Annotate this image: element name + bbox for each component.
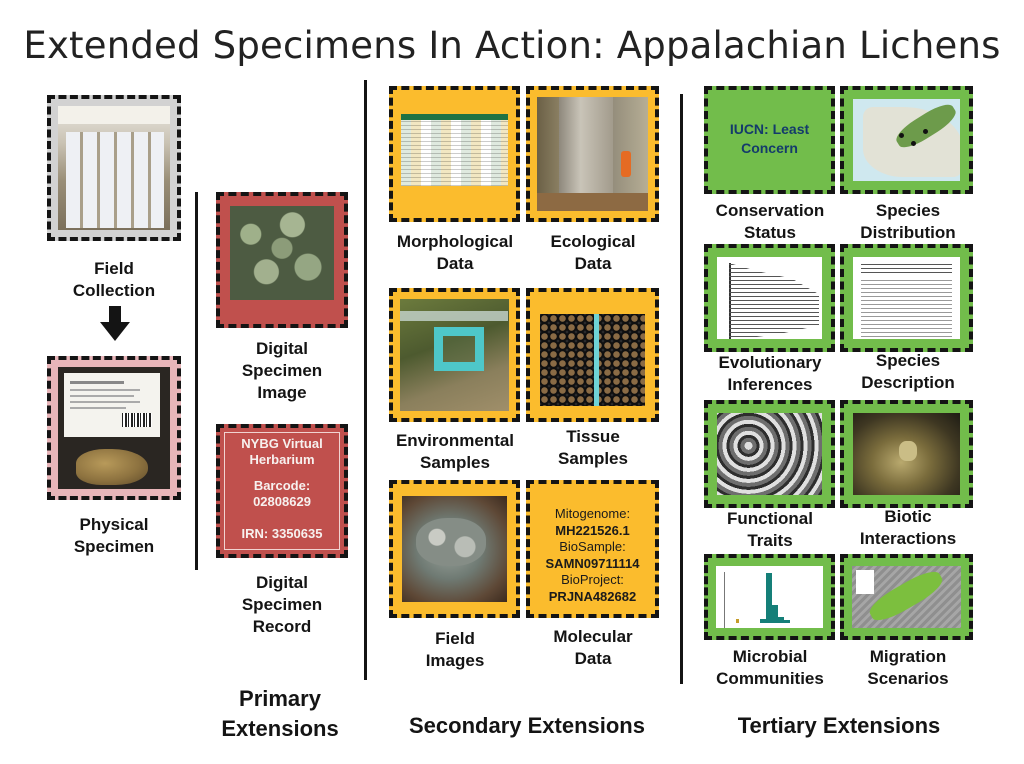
biosample-label: BioSample: [559,539,626,554]
record-line-5: IRN: 3350635 [241,526,323,541]
secondary-extensions-heading: Secondary Extensions [409,713,645,738]
digital-specimen-record-box: NYBG Virtual Herbarium Barcode: 02808629… [216,424,348,558]
digital-specimen-image-box [216,192,348,328]
phylogeny-tree [717,257,822,339]
ecological-data-box [526,86,659,222]
biotic-interactions-label: Biotic Interactions [859,507,957,548]
arrow-down-icon [100,306,130,341]
species-distribution-label: Species Distribution [860,201,956,242]
morphological-data-box [389,86,520,222]
physical-specimen-label: Physical Specimen [73,515,155,556]
digital-specimen-photo [230,206,334,300]
field-image-photo [402,496,507,602]
divider-primary [195,192,198,570]
mitogenome-value: MH221526.1 [555,522,630,538]
biotic-interactions-photo [853,413,960,495]
tertiary-extensions-heading: Tertiary Extensions [737,713,941,738]
biosample-value: SAMN09711114 [545,555,640,571]
bioproject-label: BioProject: [561,572,624,587]
bioproject-value: PRJNA482682 [548,588,637,604]
field-collection-image-box [47,95,181,241]
species-description-box [840,244,973,352]
ecological-data-label: Ecological Data [550,232,636,273]
iucn-line-2: Concern [741,140,798,156]
spreadsheet-image [401,114,508,186]
primary-extensions-heading: Primary Extensions [221,686,339,741]
functional-traits-box [704,400,835,508]
migration-map [852,566,961,628]
molecular-data-label: Molecular Data [553,627,633,668]
biotic-interactions-box [840,400,973,508]
divider-tertiary [680,94,683,684]
species-description-paper [853,257,960,339]
digital-specimen-record-label: Digital Specimen Record [241,573,323,636]
record-line-3: Barcode: [253,478,311,493]
physical-specimen-photo [58,367,170,489]
page-title: Extended Specimens In Action: Appalachia… [23,24,1001,67]
species-description-label: Species Description [861,351,955,392]
functional-traits-micrograph [717,413,822,495]
field-images-label: Field Images [425,629,485,670]
field-collection-label: Field Collection [72,259,156,300]
tissue-tubes-photo [540,314,645,406]
morphological-data-label: Morphological Data [396,232,514,273]
tree-photo [537,97,648,211]
environmental-samples-label: Environmental Samples [395,431,515,472]
tissue-samples-box [526,288,659,422]
physical-specimen-image-box [47,356,181,500]
distribution-map [853,99,960,181]
record-line-4: 02808629 [253,494,311,509]
digital-specimen-image-label: Digital Specimen Image [241,339,323,402]
microbial-histogram [716,566,823,628]
iucn-line-1: IUCN: Least [729,121,810,137]
evolutionary-inferences-label: Evolutionary Inferences [718,353,822,394]
field-collection-photo [58,106,170,230]
microbial-communities-box [704,554,835,640]
species-distribution-box [840,86,973,194]
environmental-photo [400,299,509,411]
migration-scenarios-label: Migration Scenarios [867,647,949,688]
record-line-2: Herbarium [249,452,315,467]
microbial-communities-label: Microbial Communities [716,647,824,688]
evolutionary-inferences-box [704,244,835,352]
divider-secondary [364,80,367,680]
migration-scenarios-box [840,554,973,640]
field-images-box [389,480,520,618]
mitogenome-label: Mitogenome: [554,506,631,521]
environmental-samples-box [389,288,520,422]
functional-traits-label: Functional Traits [727,509,813,550]
conservation-status-label: Conservation Status [715,201,825,242]
molecular-data-box: Mitogenome: MH221526.1 BioSample: SAMN09… [526,480,659,618]
tissue-samples-label: Tissue Samples [558,427,628,468]
record-line-1: NYBG Virtual [241,436,323,451]
conservation-status-box: IUCN: Least Concern [704,86,835,194]
